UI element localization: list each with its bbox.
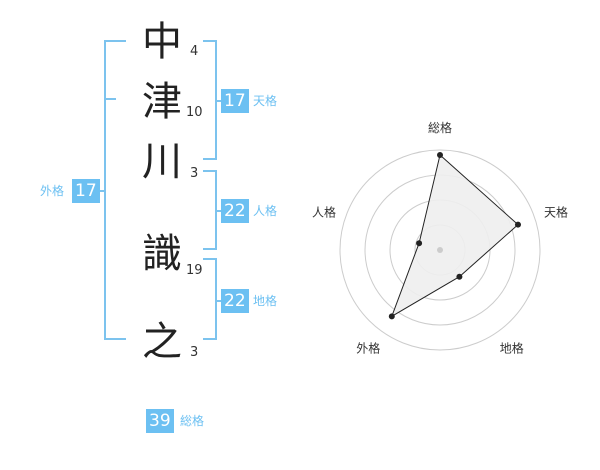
radar-axis-label-4: 外格	[356, 341, 380, 356]
radar-area	[390, 154, 519, 318]
radar-point-2	[514, 221, 521, 228]
soukaku-label: 総格	[180, 414, 205, 428]
bracket-tick-jinkaku	[215, 210, 221, 212]
gaikaku-bracket	[104, 40, 126, 340]
stroke-count-4: 19	[186, 263, 203, 278]
jinkaku-label: 人格	[253, 204, 278, 218]
gaikaku-label: 外格	[40, 184, 65, 198]
name-char-3: 川	[142, 139, 182, 185]
stroke-count-1: 4	[190, 44, 199, 59]
radar-axis-label-3: 地格	[500, 341, 524, 356]
tenkaku-label: 天格	[253, 94, 278, 108]
radar-axis-label-5: 人格	[312, 204, 336, 219]
name-char-4: 識	[142, 231, 182, 277]
radar-point-5	[416, 240, 423, 247]
bracket-tick-gaikaku-inner	[104, 98, 116, 100]
tenkaku-badge: 17	[221, 89, 249, 113]
stroke-count-2: 10	[186, 105, 203, 120]
radar-point-3	[456, 273, 463, 280]
chikaku-bracket	[203, 258, 217, 340]
soukaku-badge: 39	[146, 409, 174, 433]
chikaku-badge: 22	[221, 289, 249, 313]
chikaku-label: 地格	[253, 294, 278, 308]
bracket-tick-chikaku	[215, 300, 221, 302]
name-char-5: 之	[142, 319, 182, 365]
radar-axis-label-1: 総格	[428, 120, 452, 135]
bracket-tick-gaikaku-mid	[96, 190, 106, 192]
stroke-count-5: 3	[190, 345, 199, 360]
name-char-1: 中	[142, 19, 182, 65]
stroke-count-3: 3	[190, 166, 199, 181]
radar-center-dot	[437, 247, 443, 253]
bracket-tick-tenkaku	[215, 100, 221, 102]
radar-point-4	[388, 313, 395, 320]
radar-ring-4	[339, 149, 541, 351]
gaikaku-badge: 17	[72, 179, 100, 203]
radar-axis-label-2: 天格	[544, 204, 568, 219]
jinkaku-badge: 22	[221, 199, 249, 223]
radar-point-1	[437, 152, 443, 158]
name-char-2: 津	[142, 79, 182, 125]
